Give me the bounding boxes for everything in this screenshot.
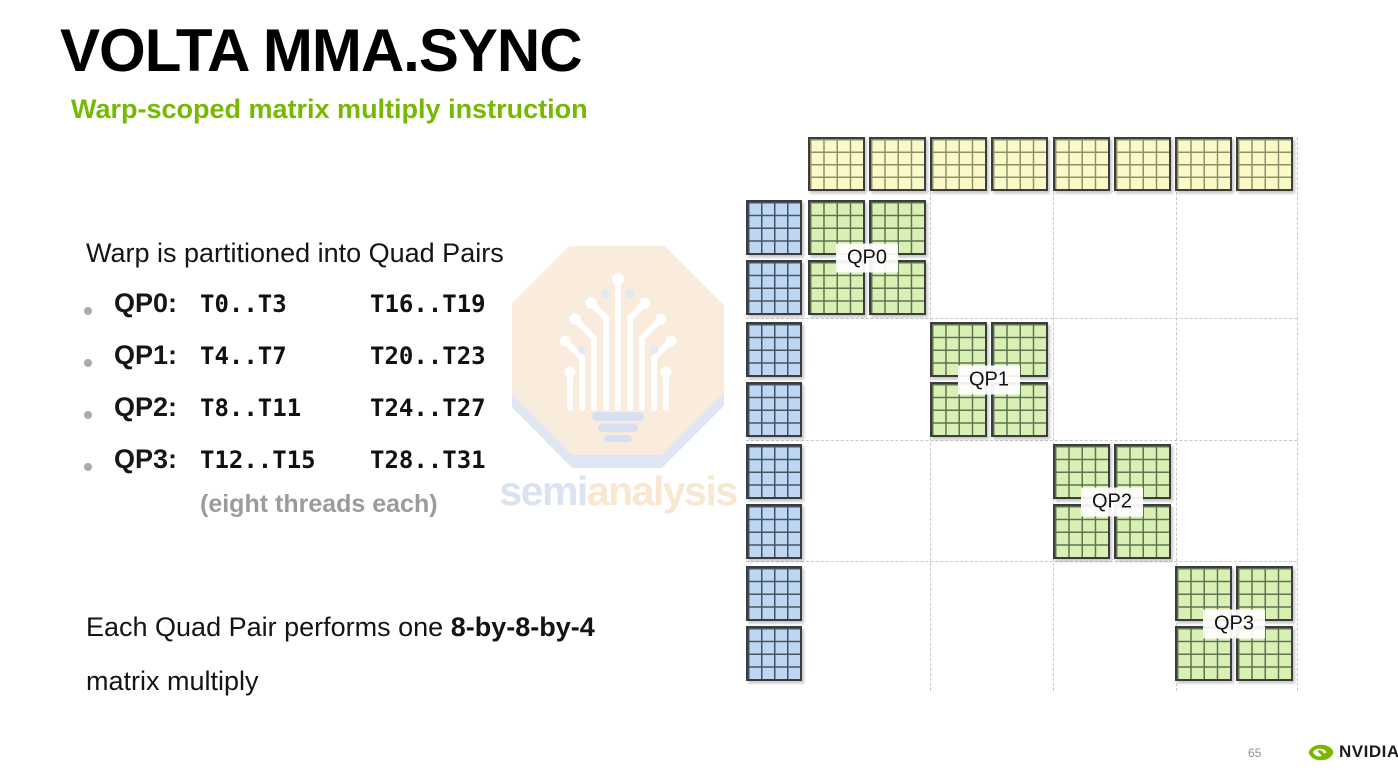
semianalysis-badge-icon — [509, 243, 725, 468]
quadrant-gridline-horizontal — [746, 439, 1297, 441]
top-fragment-block — [930, 137, 987, 191]
page-number: 65 — [1248, 746, 1262, 760]
qp-threads-a: T4..T7 — [200, 342, 287, 370]
statement-line1: Each Quad Pair performs one 8-by-8-by-4 — [86, 600, 595, 654]
bullet-icon — [84, 359, 92, 367]
bullet-icon — [84, 307, 92, 315]
qp-threads-b: T16..T19 — [370, 290, 486, 318]
left-fragment-block — [746, 626, 802, 681]
left-fragment-block — [746, 444, 802, 499]
qp-label: QP3 — [1202, 609, 1266, 638]
bullet-icon — [84, 463, 92, 471]
wordmark-analysis: analysis — [586, 468, 738, 514]
quadrant-gridline-vertical — [1053, 137, 1054, 691]
qp-threads-b: T24..T27 — [370, 394, 486, 422]
left-fragment-block — [746, 200, 802, 255]
qp-threads-a: T12..T15 — [200, 446, 316, 474]
qp-label: QP2 — [1080, 487, 1144, 516]
nvidia-eye-icon — [1308, 744, 1334, 760]
qp-name: QP0: — [114, 288, 178, 318]
top-fragment-block — [1175, 137, 1232, 191]
nvidia-logo-text: NVIDIA — [1339, 742, 1398, 761]
quadrant-gridline-horizontal — [746, 318, 1297, 319]
wordmark-semi: semi — [499, 468, 588, 514]
statement-prefix: Each Quad Pair performs one — [86, 612, 451, 642]
qp-threads-b: T20..T23 — [370, 342, 486, 370]
left-fragment-block — [746, 382, 802, 437]
left-fragment-block — [746, 504, 802, 559]
top-fragment-block — [1236, 137, 1293, 191]
statement-line2: matrix multiply — [86, 666, 259, 696]
qp-label: QP1 — [957, 365, 1021, 394]
left-fragment-block — [746, 322, 802, 377]
top-fragment-block — [991, 137, 1048, 191]
bullet-icon — [84, 411, 92, 419]
quadrant-gridline-vertical — [1297, 137, 1298, 691]
nvidia-logo: NVIDIA ® — [1308, 742, 1398, 762]
list-item: QP0: T0..T3 T16..T19 — [84, 288, 486, 340]
quad-pair-list: QP0: T0..T3 T16..T19 QP1: T4..T7 T20..T2… — [84, 288, 486, 496]
qp-result-block — [1175, 566, 1232, 621]
qp-label: QP0 — [835, 243, 899, 272]
list-item: QP2: T8..T11 T24..T27 — [84, 392, 486, 444]
qp-threads-a: T8..T11 — [200, 394, 302, 422]
list-item: QP3: T12..T15 T28..T31 — [84, 444, 486, 496]
threads-note: (eight threads each) — [200, 490, 438, 518]
slide-title: VOLTA MMA.SYNC — [60, 17, 583, 84]
statement-emphasis: 8-by-8-by-4 — [450, 612, 595, 642]
quadrant-gridline-horizontal — [746, 561, 1297, 562]
top-fragment-block — [1053, 137, 1110, 191]
section-heading: Warp is partitioned into Quad Pairs — [86, 238, 504, 268]
top-fragment-block — [808, 137, 865, 191]
slide-subtitle: Warp-scoped matrix multiply instruction — [71, 94, 588, 124]
qp-threads-a: T0..T3 — [200, 290, 287, 318]
semianalysis-watermark: semianalysis — [492, 243, 744, 512]
statement: Each Quad Pair performs one 8-by-8-by-4 … — [86, 600, 595, 708]
qp-name: QP2: — [114, 392, 178, 422]
top-fragment-block — [1114, 137, 1171, 191]
left-fragment-block — [746, 260, 802, 315]
top-fragment-block — [869, 137, 926, 191]
qp-result-block — [1053, 444, 1110, 499]
qp-name: QP1: — [114, 340, 178, 370]
qp-threads-b: T28..T31 — [370, 446, 486, 474]
left-fragment-block — [746, 566, 802, 621]
qp-name: QP3: — [114, 444, 178, 474]
quadrant-gridline-vertical — [1176, 137, 1177, 691]
semianalysis-wordmark: semianalysis — [492, 471, 744, 512]
list-item: QP1: T4..T7 T20..T23 — [84, 340, 486, 392]
